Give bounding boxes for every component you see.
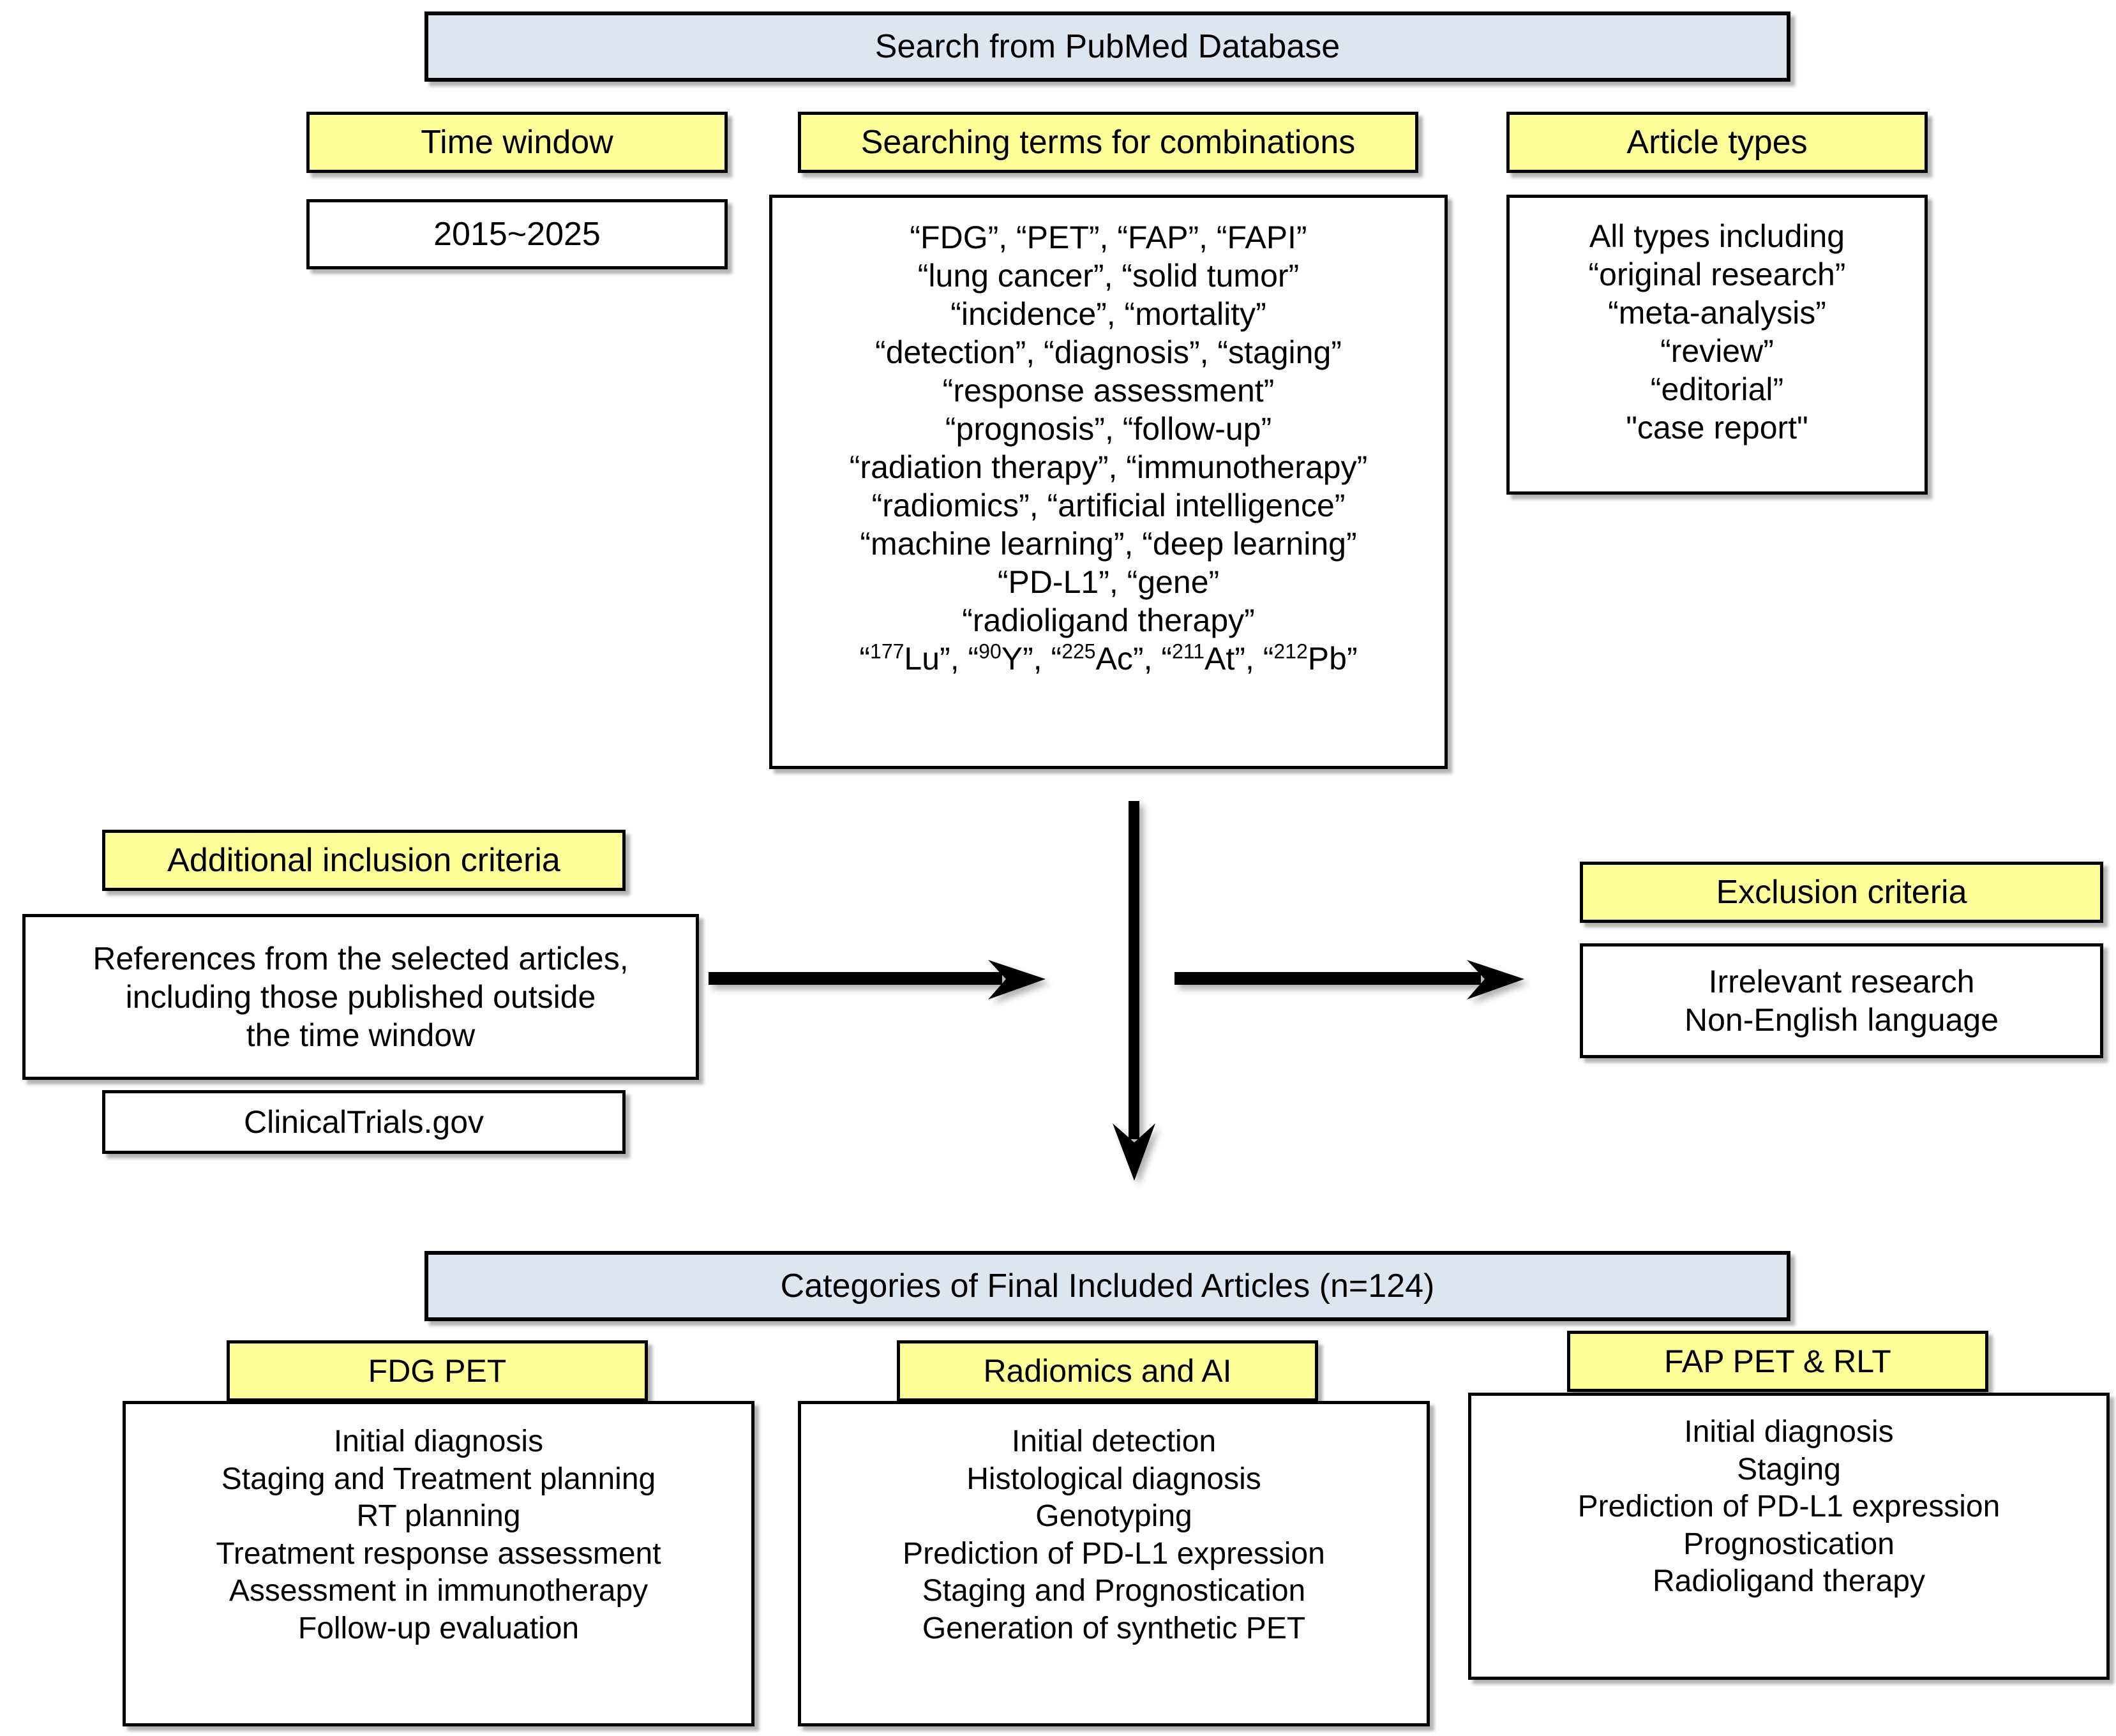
category-item: Staging and Prognostication <box>922 1574 1306 1608</box>
category-item: Staging and Treatment planning <box>221 1462 656 1496</box>
time-window-value: 2015~2025 <box>433 216 601 253</box>
search-term-line: “radioligand therapy” <box>962 602 1255 638</box>
category-header-label: Radiomics and AI <box>983 1353 1232 1389</box>
category-header-fdg-pet: FDG PET <box>227 1340 648 1402</box>
isotope-mass-number: 177 <box>870 640 904 663</box>
search-term-line: “PD-L1”, “gene” <box>997 564 1220 600</box>
isotope-mass-number: 225 <box>1062 640 1096 663</box>
category-item: Initial diagnosis <box>1684 1415 1894 1449</box>
category-item: Follow-up evaluation <box>297 1611 580 1645</box>
inclusion-criteria-line: the time window <box>246 1017 476 1053</box>
article-types-list-box: All types including “original research” … <box>1506 195 1928 495</box>
search-term-line: “radiomics”, “artificial intelligence” <box>871 488 1346 523</box>
category-item: Initial detection <box>1011 1425 1217 1458</box>
category-item: Histological diagnosis <box>966 1462 1261 1496</box>
article-types-header: Article types <box>1506 112 1928 173</box>
search-term-line: “incidence”, “mortality” <box>950 296 1266 332</box>
category-header-label: FAP PET & RLT <box>1664 1343 1891 1379</box>
category-item: Radioligand therapy <box>1653 1564 1925 1599</box>
category-item: Prediction of PD-L1 expression <box>903 1536 1325 1571</box>
category-body-fap-pet-rlt: Initial diagnosis Staging Prediction of … <box>1468 1393 2110 1680</box>
search-term-line: “radiation therapy”, “immunotherapy” <box>849 449 1368 485</box>
category-item: Generation of synthetic PET <box>922 1611 1306 1645</box>
exclusion-criteria-line: Irrelevant research <box>1708 964 1975 999</box>
searching-terms-list-box: “FDG”, “PET”, “FAP”, “FAPI” “lung cancer… <box>769 195 1448 769</box>
exclusion-criteria-body-box: Irrelevant research Non-English language <box>1580 943 2103 1058</box>
inclusion-criteria-body-box: References from the selected articles, i… <box>22 914 699 1080</box>
exclusion-criteria-line: Non-English language <box>1684 1002 1999 1038</box>
exclusion-criteria-header-label: Exclusion criteria <box>1716 874 1967 911</box>
exclusion-criteria-header: Exclusion criteria <box>1580 862 2103 923</box>
category-item: Genotyping <box>1035 1499 1192 1534</box>
search-term-line: “FDG”, “PET”, “FAP”, “FAPI” <box>910 220 1307 255</box>
inclusion-criteria-line: including those published outside <box>125 979 596 1015</box>
category-item: Prediction of PD-L1 expression <box>1577 1490 2000 1524</box>
article-type-line: “editorial” <box>1650 371 1784 407</box>
search-term-line: “response assessment” <box>942 373 1275 408</box>
category-item: Initial diagnosis <box>333 1425 544 1458</box>
article-type-line: “review” <box>1660 333 1774 369</box>
category-header-label: FDG PET <box>368 1353 507 1389</box>
inclusion-criteria-line: References from the selected articles, <box>93 941 629 976</box>
clinicaltrials-label: ClinicalTrials.gov <box>243 1104 484 1140</box>
category-item: Prognostication <box>1683 1527 1895 1561</box>
category-item: Assessment in immunotherapy <box>229 1574 649 1608</box>
clinicaltrials-box: ClinicalTrials.gov <box>102 1090 626 1154</box>
time-window-value-box: 2015~2025 <box>306 199 728 269</box>
searching-terms-header-label: Searching terms for combinations <box>860 124 1356 161</box>
inclusion-criteria-header-label: Additional inclusion criteria <box>167 842 560 879</box>
category-item: Treatment response assessment <box>216 1536 661 1571</box>
searching-terms-header: Searching terms for combinations <box>798 112 1418 173</box>
search-term-isotope-line: “177Lu”, “90Y”, “225Ac”, “211At”, “212Pb… <box>859 640 1358 677</box>
categories-header-label: Categories of Final Included Articles (n… <box>780 1268 1435 1305</box>
article-type-line: "case report" <box>1626 410 1808 445</box>
inclusion-merge-arrow <box>709 945 1066 1034</box>
search-term-line: “machine learning”, “deep learning” <box>860 526 1357 562</box>
inclusion-criteria-header: Additional inclusion criteria <box>102 830 626 891</box>
article-types-header-label: Article types <box>1626 124 1808 161</box>
search-term-line: “prognosis”, “follow-up” <box>945 411 1272 447</box>
category-body-radiomics-ai: Initial detection Histological diagnosis… <box>798 1401 1430 1726</box>
category-header-fap-pet-rlt: FAP PET & RLT <box>1567 1331 1988 1392</box>
article-type-line: “original research” <box>1588 257 1846 292</box>
search-term-line: “lung cancer”, “solid tumor” <box>917 258 1300 294</box>
pubmed-search-header-label: Search from PubMed Database <box>874 28 1340 65</box>
flow-down-arrow <box>1098 801 1174 1184</box>
exclusion-branch-arrow <box>1174 945 1545 1034</box>
category-header-radiomics-ai: Radiomics and AI <box>897 1340 1318 1402</box>
article-type-line: All types including <box>1589 218 1845 254</box>
pubmed-search-header: Search from PubMed Database <box>424 11 1790 82</box>
time-window-header-label: Time window <box>421 124 613 161</box>
time-window-header: Time window <box>306 112 728 173</box>
article-type-line: “meta-analysis” <box>1608 295 1826 331</box>
search-term-line: “detection”, “diagnosis”, “staging” <box>875 334 1342 370</box>
category-item: RT planning <box>356 1499 521 1534</box>
category-item: Staging <box>1737 1452 1841 1486</box>
categories-header: Categories of Final Included Articles (n… <box>424 1251 1790 1321</box>
isotope-mass-number: 212 <box>1273 640 1308 663</box>
isotope-mass-number: 90 <box>979 640 1002 663</box>
isotope-mass-number: 211 <box>1172 640 1205 663</box>
category-body-fdg-pet: Initial diagnosis Staging and Treatment … <box>123 1401 754 1726</box>
